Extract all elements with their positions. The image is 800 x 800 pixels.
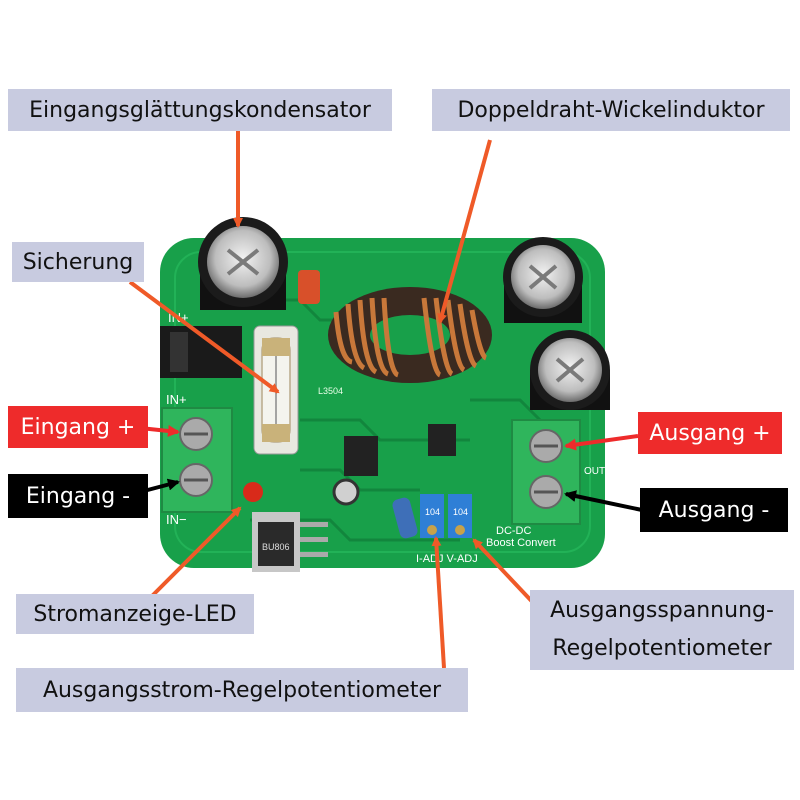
label-input-minus: Eingang -: [8, 474, 148, 518]
label-output-plus: Ausgang +: [638, 412, 782, 454]
chip-op-amp: [428, 424, 456, 456]
input-terminal-block: [161, 407, 233, 513]
label-current-led: Stromanzeige-LED: [16, 594, 254, 634]
arrow-output-minus: [564, 490, 643, 512]
output-terminal-block: [511, 419, 581, 525]
arrow-current-led: [148, 506, 242, 600]
label-fuse: Sicherung: [12, 242, 144, 282]
double-wire-inductor: [328, 287, 492, 383]
board-text-boost: Boost Convert: [486, 537, 556, 549]
board-text-pot2: 104: [453, 507, 468, 517]
label-voltage-pot-line1: Ausgangsspannung-: [550, 598, 774, 623]
chip-controller: [344, 436, 378, 476]
label-output-minus: Ausgang -: [640, 488, 788, 532]
resistor-red: [298, 270, 320, 304]
board-text-adj: I-ADJ V-ADJ: [416, 553, 478, 565]
arrow-current-pot: [431, 536, 446, 669]
label-current-pot: Ausgangsstrom-Regelpotentiometer: [16, 668, 468, 712]
board-text-ic: BU806: [262, 542, 290, 552]
board-text-in-plus: IN+: [166, 392, 187, 407]
voltage-potentiometer: [448, 494, 472, 538]
transistor-bu806: [252, 512, 328, 572]
output-capacitor-2: [530, 330, 610, 410]
label-voltage-pot: Ausgangsspannung- Regelpotentiometer: [530, 590, 794, 670]
board-text-inductor: L3504: [318, 386, 343, 396]
arrow-fuse: [128, 280, 280, 394]
small-capacitor: [332, 478, 360, 506]
label-input-plus: Eingang +: [8, 406, 148, 448]
board-text-pot1: 104: [425, 507, 440, 517]
output-capacitor-1: [503, 237, 583, 323]
label-voltage-pot-line2: Regelpotentiometer: [552, 636, 772, 661]
label-inductor: Doppeldraht-Wickelinduktor: [432, 89, 790, 131]
label-input-capacitor: Eingangsglättungskondensator: [8, 89, 392, 131]
resistor-blue: [392, 497, 418, 539]
current-indicator-led: [243, 482, 263, 502]
current-potentiometer: [420, 494, 444, 538]
arrow-inductor: [437, 139, 492, 324]
board-text-in-minus: IN−: [166, 512, 187, 527]
arrow-output-plus: [564, 434, 639, 451]
board-text-dcdc: DC-DC: [496, 525, 531, 537]
arrow-voltage-pot: [472, 538, 542, 612]
board-text-out: OUT: [584, 466, 605, 477]
input-capacitor: [198, 217, 288, 310]
